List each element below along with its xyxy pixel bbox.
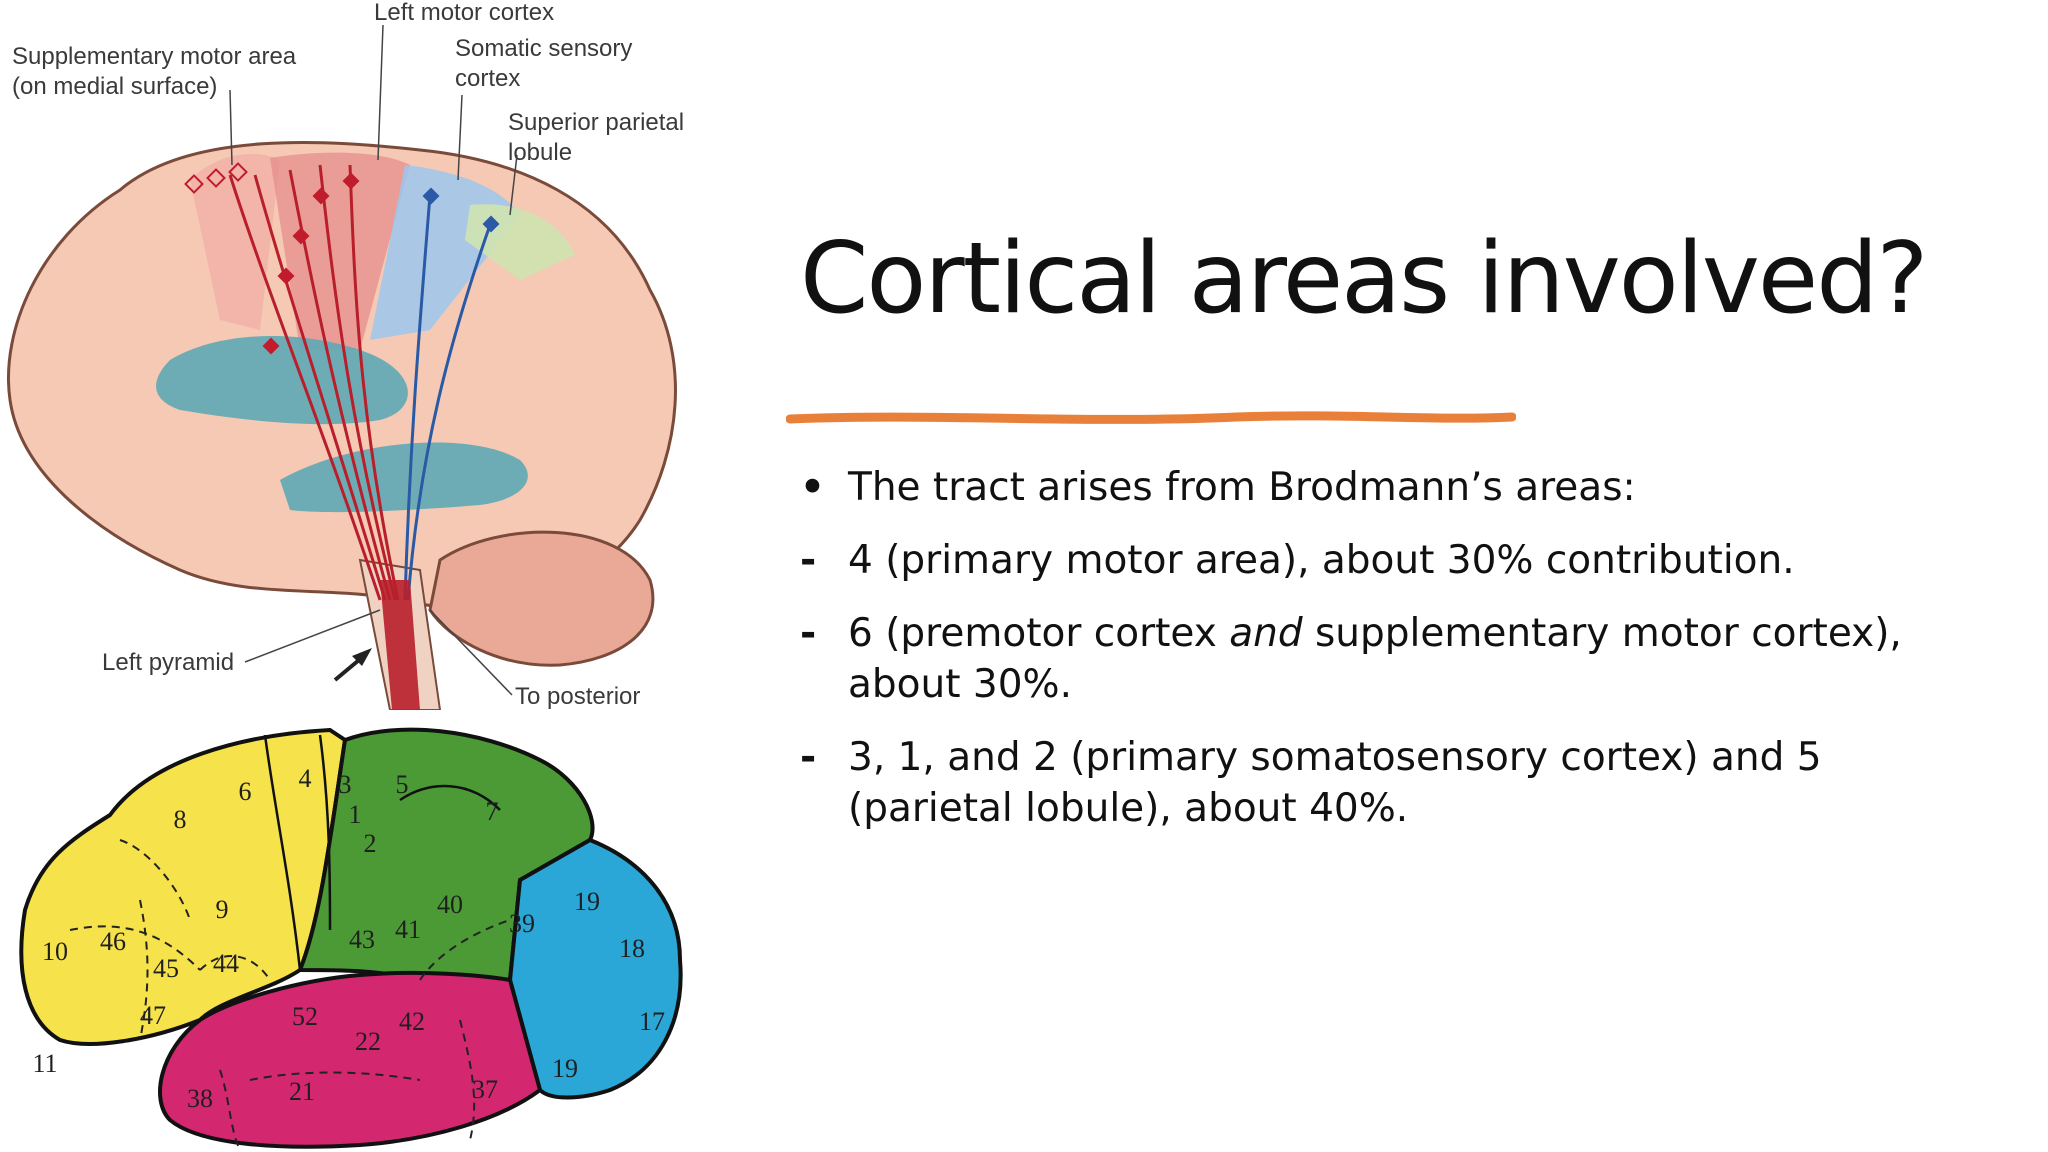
brodmann-area-38: 38 bbox=[187, 1084, 213, 1113]
bullet-item: - 6 (premotor cortex and supplementary m… bbox=[800, 608, 1980, 710]
bullet-text: 3, 1, and 2 (primary somatosensory corte… bbox=[848, 735, 1822, 831]
temporal-lobe-region bbox=[158, 970, 543, 1149]
bullet-item: - 3, 1, and 2 (primary somatosensory cor… bbox=[800, 732, 1980, 834]
brodmann-area-6: 6 bbox=[239, 777, 252, 806]
bullet-marker: - bbox=[800, 611, 817, 656]
brodmann-area-21: 21 bbox=[289, 1077, 315, 1106]
bullet-item: - 4 (primary motor area), about 30% cont… bbox=[800, 535, 1980, 586]
brodmann-area-8: 8 bbox=[174, 805, 187, 834]
bullet-list: • The tract arises from Brodmann’s areas… bbox=[800, 462, 1980, 856]
slide-title: Cortical areas involved? bbox=[800, 222, 1928, 336]
brodmann-area-17: 17 bbox=[639, 1007, 665, 1036]
bullet-text-part: supplementary motor cortex), about 30%. bbox=[848, 611, 1902, 707]
occipital-lobe-region bbox=[507, 837, 683, 1100]
corticospinal-tract-illustration: Left motor cortex Supplementary motor ar… bbox=[0, 0, 700, 710]
bullet-text-part: 6 (premotor cortex bbox=[848, 611, 1230, 656]
cerebellum-shape bbox=[428, 530, 655, 667]
motor-cortex-region bbox=[270, 152, 410, 350]
brodmann-area-37: 37 bbox=[472, 1075, 498, 1104]
brodmann-area-3: 3 bbox=[339, 770, 352, 799]
bullet-text: 4 (primary motor area), about 30% contri… bbox=[848, 538, 1795, 583]
brodmann-area-18: 18 bbox=[619, 934, 645, 963]
brodmann-area-10: 10 bbox=[42, 937, 68, 966]
brodmann-area-1: 1 bbox=[349, 800, 362, 829]
brodmann-area-45: 45 bbox=[153, 954, 179, 983]
brodmann-area-52: 52 bbox=[292, 1002, 318, 1031]
brodmann-area-22: 22 bbox=[355, 1027, 381, 1056]
brodmann-area-46: 46 bbox=[100, 927, 126, 956]
bullet-emphasis: and bbox=[1229, 611, 1303, 656]
bullet-marker: - bbox=[800, 735, 817, 780]
pyramid-tract-shape bbox=[380, 580, 420, 710]
bullet-text: 6 (premotor cortex and supplementary mot… bbox=[848, 608, 1980, 710]
brodmann-area-19-lower: 19 bbox=[552, 1054, 578, 1083]
brodmann-areas-map: 4 3 5 6 8 1 2 7 9 40 19 10 46 43 41 39 1… bbox=[0, 720, 700, 1152]
label-left-motor-cortex: Left motor cortex bbox=[374, 0, 554, 26]
brodmann-area-11: 11 bbox=[32, 1049, 57, 1078]
label-supplementary-motor-area: Supplementary motor area bbox=[12, 43, 297, 70]
bullet-item: • The tract arises from Brodmann’s areas… bbox=[800, 462, 1980, 513]
label-supplementary-medial: (on medial surface) bbox=[12, 73, 217, 100]
label-somatic-sensory: Somatic sensory bbox=[455, 35, 632, 62]
brodmann-area-2: 2 bbox=[364, 829, 377, 858]
brodmann-area-44: 44 bbox=[213, 949, 239, 978]
bullet-marker: • bbox=[800, 465, 825, 510]
brodmann-area-4: 4 bbox=[299, 764, 312, 793]
brodmann-area-19-upper: 19 bbox=[574, 887, 600, 916]
brodmann-area-7: 7 bbox=[486, 797, 499, 826]
bullet-text: The tract arises from Brodmann’s areas: bbox=[848, 465, 1636, 510]
brodmann-area-40: 40 bbox=[437, 890, 463, 919]
label-superior-lobule: lobule bbox=[508, 139, 572, 166]
brodmann-area-39: 39 bbox=[509, 909, 535, 938]
brodmann-area-41: 41 bbox=[395, 915, 421, 944]
label-somatic-cortex: cortex bbox=[455, 65, 520, 92]
label-to-posterior: To posterior bbox=[515, 683, 640, 710]
brodmann-area-47: 47 bbox=[140, 1001, 166, 1030]
supplementary-motor-region bbox=[190, 154, 280, 330]
brodmann-area-42: 42 bbox=[399, 1007, 425, 1036]
label-left-pyramid: Left pyramid bbox=[102, 649, 234, 676]
label-superior-parietal: Superior parietal bbox=[508, 109, 684, 136]
brodmann-area-9: 9 bbox=[216, 895, 229, 924]
title-accent-underline bbox=[786, 411, 1516, 424]
bullet-marker: - bbox=[800, 538, 817, 583]
brodmann-area-5: 5 bbox=[396, 770, 409, 799]
brodmann-area-43: 43 bbox=[349, 925, 375, 954]
